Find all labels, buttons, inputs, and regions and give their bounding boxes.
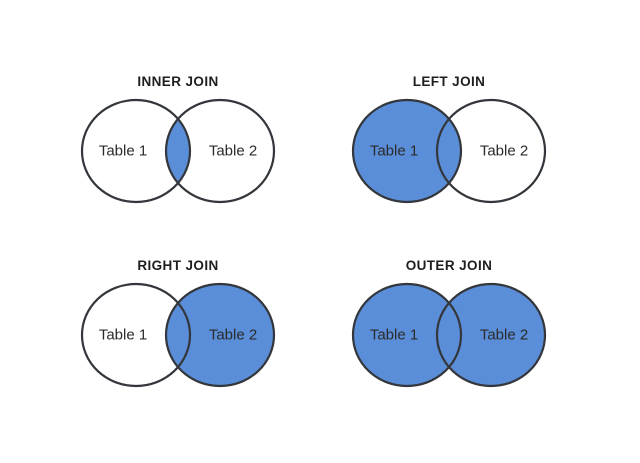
left-circle-outline <box>351 282 463 388</box>
right-circle-outline <box>164 282 276 388</box>
right-circle-label: Table 2 <box>209 327 257 344</box>
right-circle-outline <box>164 98 276 204</box>
left-circle-label: Table 1 <box>370 143 418 160</box>
left-circle-fill <box>353 100 461 202</box>
diagram-title: OUTER JOIN <box>405 258 493 273</box>
left-circle-fill <box>353 284 461 386</box>
panel-inner-join: INNER JOIN Table 1 Table 2 <box>38 72 318 205</box>
venn-right-join: Table 1 Table 2 <box>80 282 276 388</box>
diagram-title: RIGHT JOIN <box>137 258 219 273</box>
left-circle-outline <box>351 98 463 204</box>
panel-right-join: RIGHT JOIN Table 1 Table 2 <box>38 256 318 389</box>
panel-left-join: LEFT JOIN Table 1 Table 2 <box>309 72 589 205</box>
diagram-title: INNER JOIN <box>137 74 219 89</box>
venn-inner-join: Table 1 Table 2 <box>80 98 276 204</box>
right-circle-label: Table 2 <box>209 143 257 160</box>
right-circle-fill <box>437 100 545 202</box>
panel-outer-join: OUTER JOIN Table 1 Table 2 <box>309 256 589 389</box>
right-circle-outline <box>435 282 547 388</box>
right-circle-fill <box>166 100 274 202</box>
left-circle-outline <box>80 98 192 204</box>
left-circle-fill <box>82 284 190 386</box>
diagram-title: LEFT JOIN <box>412 74 486 89</box>
venn-outer-join: Table 1 Table 2 <box>351 282 547 388</box>
left-circle-outline <box>80 282 192 388</box>
right-circle-label: Table 2 <box>480 143 528 160</box>
left-circle-label: Table 1 <box>99 327 147 344</box>
right-circle-outline <box>435 98 547 204</box>
left-circle-label: Table 1 <box>370 327 418 344</box>
venn-left-join: Table 1 Table 2 <box>351 98 547 204</box>
right-circle-fill <box>437 284 545 386</box>
right-circle-fill <box>166 284 274 386</box>
left-circle-label: Table 1 <box>99 143 147 160</box>
left-circle-fill <box>82 100 190 202</box>
right-circle-label: Table 2 <box>480 327 528 344</box>
